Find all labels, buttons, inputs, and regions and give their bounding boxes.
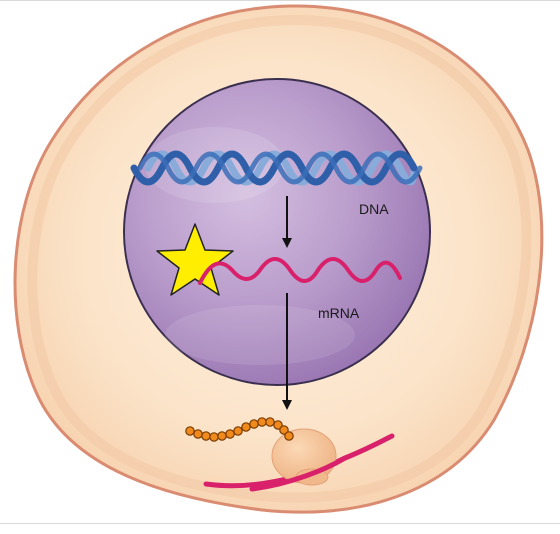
transcription-arrow bbox=[282, 196, 292, 248]
polypeptide-chain-icon bbox=[185, 417, 294, 442]
translation-arrow bbox=[282, 293, 292, 410]
mrna-strand bbox=[198, 257, 402, 285]
dna-label: DNA bbox=[359, 201, 389, 217]
nucleus-highlight-bottom bbox=[165, 305, 355, 365]
star-marker-icon bbox=[156, 223, 234, 296]
ribosome-icon bbox=[249, 428, 348, 492]
bottom-border bbox=[0, 523, 560, 524]
dna-helix bbox=[130, 150, 423, 186]
top-border bbox=[0, 0, 560, 1]
cell-inner-rim bbox=[27, 14, 532, 503]
dna-strand-front-2 bbox=[137, 151, 423, 185]
mrna-label: mRNA bbox=[318, 305, 360, 321]
dna-strand-front bbox=[130, 150, 418, 186]
